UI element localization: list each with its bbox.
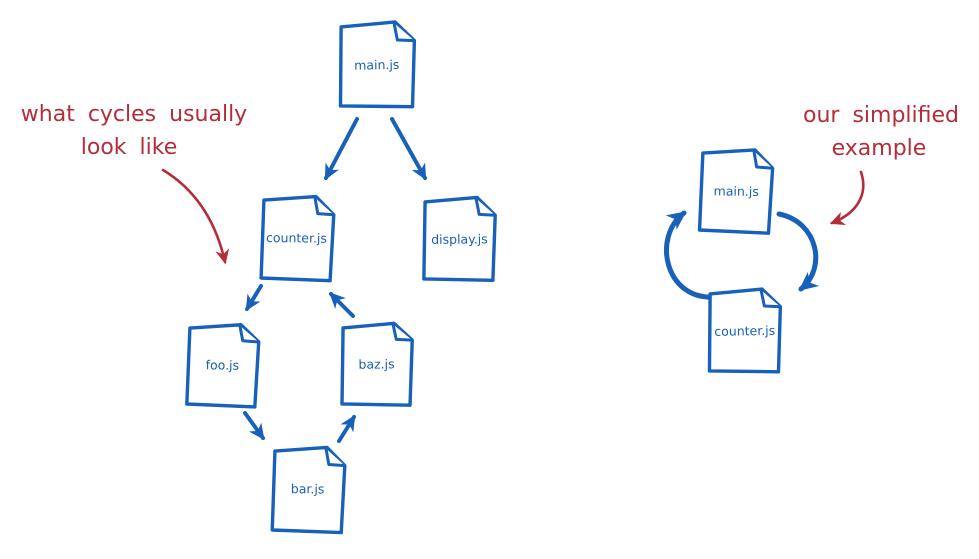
file-icon (338, 20, 417, 109)
file-node-left-foo: foo.js (185, 323, 261, 409)
file-label: baz.js (358, 356, 394, 371)
file-label: main.js (354, 57, 399, 73)
left-annotation-line1: what cycles usually (21, 102, 247, 127)
left-annotation-line2: look like (81, 135, 177, 160)
file-icon (422, 195, 497, 282)
file-icon (259, 194, 336, 283)
left-annotation-arrow (161, 168, 230, 265)
edge-bar-to-baz (337, 414, 356, 443)
edge-main-to-display (390, 117, 427, 181)
file-node-left-counter: counter.js (259, 194, 336, 283)
cycle-arc-counter-to-main (664, 210, 717, 300)
file-label: main.js (713, 183, 758, 199)
file-icon (340, 321, 414, 407)
edge-baz-to-counter (329, 292, 355, 318)
file-fold-corner-icon (752, 149, 775, 170)
edge-foo-to-bar (243, 411, 265, 441)
file-icon (270, 445, 347, 535)
file-label: foo.js (206, 357, 240, 372)
file-node-left-display: display.js (422, 195, 497, 282)
file-node-left-main: main.js (338, 20, 417, 109)
file-node-left-baz: baz.js (340, 321, 414, 407)
file-node-left-bar: bar.js (270, 445, 347, 535)
file-label: bar.js (291, 481, 325, 496)
file-node-right-counter: counter.js (707, 287, 783, 374)
file-label: counter.js (714, 323, 775, 339)
right-annotation-arrow (829, 170, 865, 225)
file-icon (707, 287, 783, 374)
file-icon (697, 148, 775, 235)
edge-main-to-counter (324, 117, 359, 181)
file-icon (185, 323, 261, 409)
file-node-right-main: main.js (697, 148, 775, 235)
cycle-arc-main-to-counter (776, 211, 820, 292)
right-annotation-line1: our simplified (803, 103, 959, 128)
file-label: counter.js (266, 230, 327, 246)
edge-counter-to-foo (245, 284, 263, 312)
right-annotation-line2: example (832, 136, 927, 161)
file-label: display.js (431, 231, 488, 247)
file-fold-corner-icon (238, 324, 261, 344)
